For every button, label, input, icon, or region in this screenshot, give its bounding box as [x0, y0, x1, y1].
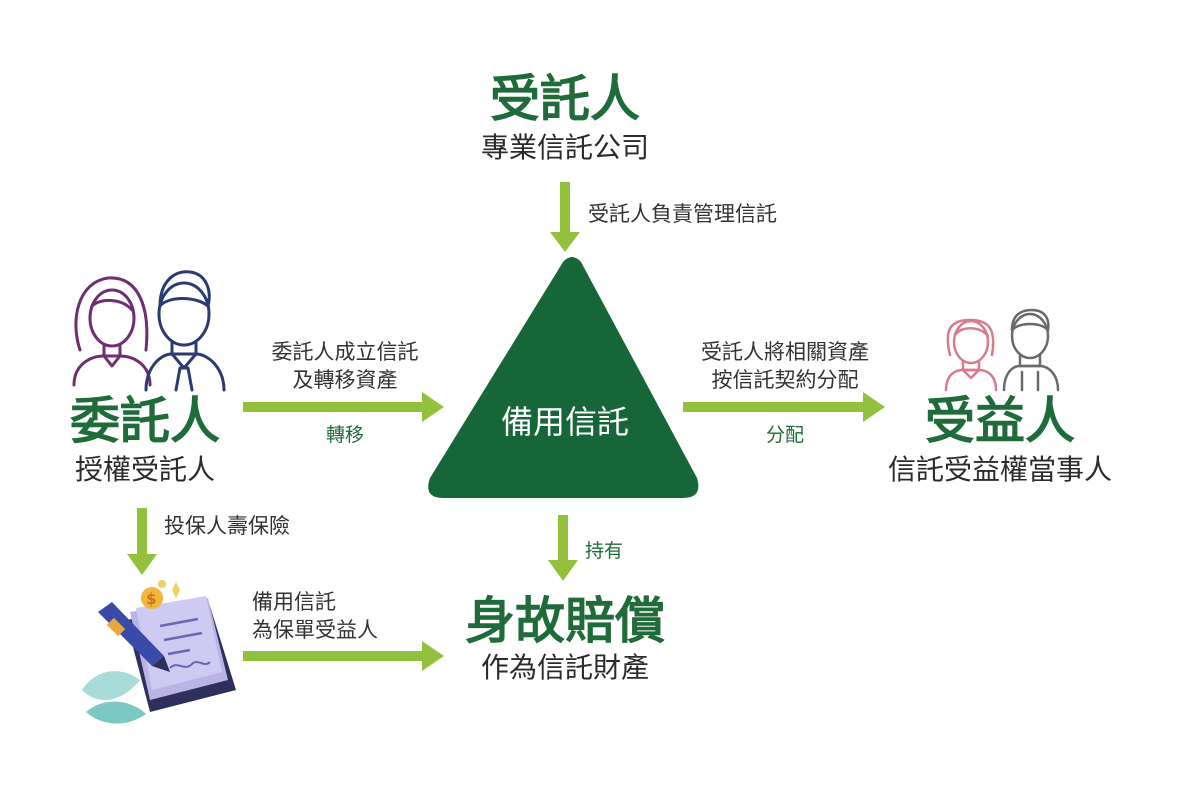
trustee-subtitle: 專業信託公司 — [480, 131, 649, 164]
settlor-arrow — [243, 392, 444, 422]
insurance-policy-icon: $ — [82, 580, 236, 724]
settlor-subtitle: 授權受託人 — [74, 453, 215, 486]
beneficiary-couple-icon — [944, 308, 1060, 392]
beneficiary-arrow-label-line1: 受託人將相關資產 — [701, 340, 869, 364]
svg-text:$: $ — [146, 590, 156, 608]
beneficiary-arrow-label-line2: 按信託契約分配 — [711, 368, 859, 392]
trustee-arrow — [550, 182, 580, 252]
hold-arrow — [548, 515, 578, 581]
settlor-arrow-label-line2: 及轉移資產 — [292, 368, 398, 392]
settlor-arrow-label-line1: 委託人成立信託 — [271, 340, 419, 364]
policy-arrow-label-line1: 備用信託 — [252, 590, 336, 614]
trustee-arrow-label: 受託人負責管理信託 — [588, 202, 777, 226]
policy-arrow-label-line2: 為保單受益人 — [252, 618, 378, 642]
center-label: 備用信託 — [500, 403, 629, 441]
death-benefit-title: 身故賠償 — [465, 592, 665, 650]
trustee-title: 受託人 — [490, 70, 640, 128]
beneficiary-title: 受益人 — [925, 392, 1075, 450]
settlor-title: 委託人 — [70, 392, 220, 450]
hold-arrow-label: 持有 — [585, 540, 624, 562]
death-benefit-subtitle: 作為信託財產 — [480, 651, 649, 684]
settlor-arrow-caption: 轉移 — [325, 424, 364, 446]
center-triangle — [428, 257, 699, 498]
beneficiary-subtitle: 信託受益權當事人 — [887, 453, 1112, 486]
settlor-couple-icon — [72, 270, 226, 392]
insurance-arrow — [127, 508, 157, 575]
policy-arrow — [243, 641, 444, 671]
beneficiary-arrow-caption: 分配 — [765, 424, 804, 446]
insurance-arrow-label: 投保人壽保險 — [164, 514, 290, 538]
beneficiary-arrow — [683, 392, 885, 422]
